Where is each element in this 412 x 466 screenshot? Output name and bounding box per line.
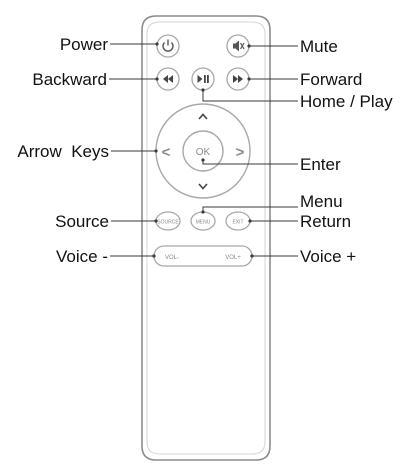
arrow-right-glyph: >	[236, 144, 245, 161]
source-button-label: SOURCE	[157, 220, 179, 226]
label-mute: Mute	[300, 37, 338, 56]
power-icon	[162, 39, 174, 52]
label-backward: Backward	[32, 70, 107, 89]
leader-menu	[202, 206, 298, 212]
rewind-icon	[163, 75, 173, 83]
leader-home-play	[202, 90, 298, 102]
leader-return-dot	[248, 219, 252, 223]
label-home-play: Home / Play	[300, 92, 393, 111]
leader-backward-dot	[155, 77, 159, 81]
label-source: Source	[55, 212, 109, 231]
label-voice-plus: Voice +	[300, 247, 356, 266]
callout-labels: Power Mute Backward Forward Home / Play …	[17, 35, 393, 266]
mute-icon	[233, 40, 245, 52]
leader-lines	[109, 42, 298, 258]
arrow-down-key[interactable]	[198, 183, 208, 190]
volume-up-label: VOL+	[225, 255, 241, 261]
home-play-button[interactable]	[191, 67, 215, 91]
leader-voice-plus-dot	[250, 254, 254, 258]
label-forward: Forward	[300, 70, 362, 89]
label-menu: Menu	[300, 192, 343, 211]
volume-up-button[interactable]: VOL+	[225, 255, 241, 261]
volume-down-label: VOL-	[165, 255, 179, 261]
leader-menu-dot	[201, 210, 205, 214]
leader-source-dot	[154, 219, 158, 223]
return-button-label: EXIT	[232, 220, 243, 226]
label-arrow-keys: Arrow Keys	[17, 142, 109, 161]
power-button[interactable]	[156, 34, 180, 58]
label-return: Return	[300, 212, 351, 231]
label-power: Power	[60, 35, 109, 54]
return-button[interactable]: EXIT	[225, 211, 251, 231]
chevron-down-icon	[198, 183, 208, 190]
source-button[interactable]: SOURCE	[155, 211, 181, 231]
backward-button[interactable]	[156, 67, 180, 91]
fast-forward-icon	[233, 75, 243, 83]
ok-button[interactable]: OK	[182, 130, 224, 172]
leader-mute-dot	[247, 44, 251, 48]
arrow-left-key[interactable]: <	[162, 144, 171, 161]
leader-power-dot	[155, 42, 159, 46]
mute-button[interactable]	[226, 34, 250, 58]
label-voice-minus: Voice -	[56, 247, 108, 266]
forward-button[interactable]	[226, 67, 250, 91]
leader-arrow-keys-dot	[154, 149, 158, 153]
leader-voice-minus-dot	[152, 254, 156, 258]
volume-down-button[interactable]: VOL-	[165, 255, 179, 261]
arrow-right-key[interactable]: >	[236, 144, 245, 161]
arrow-up-key[interactable]	[198, 113, 208, 120]
leader-forward-dot	[247, 77, 251, 81]
menu-button[interactable]: MENU	[190, 211, 216, 231]
leader-enter-dot	[201, 158, 205, 162]
menu-button-label: MENU	[196, 220, 211, 226]
leader-home-play-dot	[201, 88, 205, 92]
play-pause-icon	[197, 75, 209, 83]
ok-button-label: OK	[196, 147, 211, 158]
label-enter: Enter	[300, 155, 341, 174]
chevron-up-icon	[198, 113, 208, 120]
arrow-left-glyph: <	[162, 144, 171, 161]
